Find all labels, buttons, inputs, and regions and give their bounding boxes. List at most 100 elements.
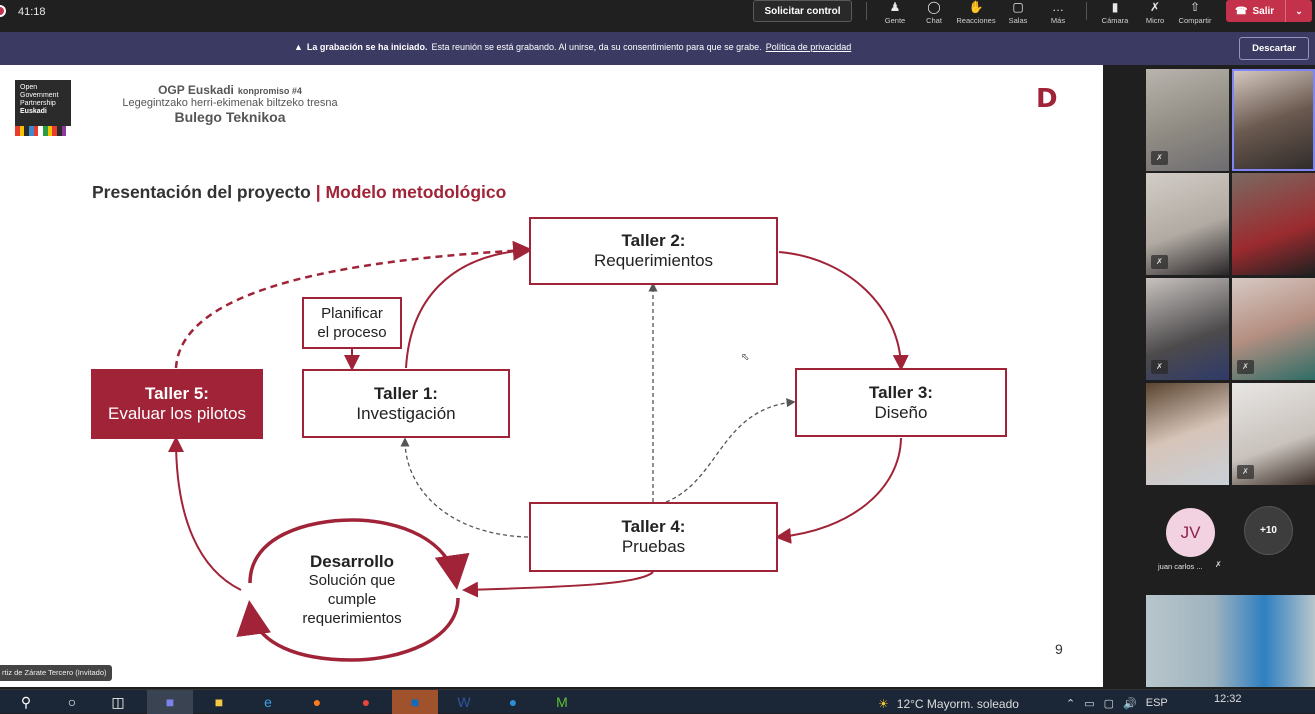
volume-icon[interactable]: 🔊	[1123, 698, 1137, 710]
participant-video[interactable]	[1146, 383, 1229, 485]
reactions-button[interactable]: ✋Reacciones	[956, 0, 996, 25]
arrow-taller4-to-desarrollo	[462, 571, 654, 598]
participant-video[interactable]	[1232, 173, 1315, 275]
node-subtitle: Evaluar los pilotos	[108, 404, 246, 423]
participant-video[interactable]	[1146, 595, 1315, 687]
chevron-down-icon[interactable]: ⌄	[1295, 5, 1303, 16]
mic-off-icon: ✗	[1151, 360, 1168, 374]
chevron-up-icon[interactable]: ⌃	[1066, 698, 1076, 710]
sun-cloud-icon: ☀	[878, 697, 889, 711]
dev-line2: cumple	[327, 591, 377, 608]
weather-text: 12°C Mayorm. soleado	[896, 697, 1019, 711]
more-icon: …	[1052, 0, 1064, 14]
desarrollo-cycle-top	[248, 518, 470, 590]
more-participants-button[interactable]: +10	[1244, 506, 1293, 555]
system-tray: ⌃ ▭ ▢ 🔊 ESP	[1066, 697, 1168, 710]
title-main: Presentación del proyecto	[92, 182, 311, 202]
recording-banner: ▲ La grabación se ha iniciado. Esta reun…	[0, 32, 1315, 65]
outlook-icon[interactable]: ■	[392, 690, 438, 714]
file-explorer-icon[interactable]: ■	[214, 694, 224, 710]
search-icon[interactable]: ⚲	[20, 693, 32, 710]
teams-app-icon[interactable]: ■	[147, 690, 193, 714]
word-icon[interactable]: W	[457, 694, 471, 710]
node-subtitle: Requerimientos	[593, 251, 714, 270]
participant-video[interactable]: ✗	[1232, 278, 1315, 380]
slide-title: Presentación del proyecto | Modelo metod…	[92, 182, 506, 203]
arrow-taller3-to-taller4	[775, 437, 902, 544]
language-indicator[interactable]: ESP	[1145, 697, 1168, 709]
request-control-button[interactable]: Solicitar control	[753, 0, 852, 22]
rooms-button[interactable]: ▢Salas	[1008, 0, 1028, 25]
reactions-icon: ✋	[968, 0, 984, 14]
dismiss-button[interactable]: Descartar	[1239, 37, 1309, 60]
logo-text: Euskadi	[20, 108, 47, 115]
more-button[interactable]: …Más	[1050, 0, 1066, 25]
weather-widget[interactable]: ☀ 12°C Mayorm. soleado	[878, 697, 1019, 711]
battery-icon[interactable]: ▭	[1084, 698, 1095, 710]
header-commitment: konpromiso #4	[237, 86, 302, 96]
banner-title: La grabación se ha iniciado.	[306, 42, 428, 52]
plan-line1: Planificar	[321, 305, 383, 322]
dev-line1: Solución que	[308, 572, 396, 589]
network-icon[interactable]: ▢	[1103, 698, 1115, 710]
toolbar-divider	[1086, 2, 1087, 20]
movistar-icon[interactable]: M	[556, 694, 568, 710]
camera-icon: ▮	[1111, 0, 1119, 14]
internet-explorer-icon[interactable]: e	[264, 694, 272, 710]
arrow-taller2-to-taller3	[778, 251, 909, 371]
participant-name: juan carlos ...	[1158, 562, 1203, 571]
camera-button[interactable]: ▮Cámara	[1101, 0, 1129, 25]
node-title: Taller 5:	[145, 384, 209, 403]
plan-process-box: Planificar el proceso	[302, 297, 402, 349]
toolbar-divider	[866, 2, 867, 20]
share-button[interactable]: ⇧Compartir	[1178, 0, 1212, 25]
title-separator: |	[315, 182, 321, 202]
people-button[interactable]: ♟Gente	[884, 0, 906, 25]
node-taller-1: Taller 1: Investigación	[302, 369, 510, 438]
cortana-icon[interactable]: ○	[67, 694, 77, 710]
arrow-taller1-to-taller2	[405, 242, 532, 369]
meeting-toolbar: 41:18 Solicitar control ♟Gente ◯Chat ✋Re…	[0, 0, 1315, 32]
participant-video-speaking[interactable]	[1232, 69, 1315, 171]
participant-video[interactable]: ✗	[1146, 278, 1229, 380]
node-taller-5: Taller 5: Evaluar los pilotos	[91, 369, 263, 439]
node-taller-4: Taller 4: Pruebas	[529, 502, 778, 572]
logo-stripes	[15, 126, 72, 136]
node-title: Taller 1:	[374, 383, 438, 403]
vpn-app-icon[interactable]: ●	[508, 694, 518, 710]
task-view-icon[interactable]: ◫	[111, 693, 125, 710]
mic-off-icon: ✗	[1151, 255, 1168, 269]
chrome-icon[interactable]: ●	[361, 694, 371, 710]
avatar[interactable]: JV	[1166, 508, 1215, 557]
desarrollo-label: Desarrollo Solución que cumple requerimi…	[262, 552, 442, 628]
node-subtitle: Pruebas	[621, 537, 686, 556]
warning-icon: ▲	[294, 42, 303, 52]
header-line3: Bulego Teknikoa	[174, 109, 286, 125]
node-taller-3: Taller 3: Diseño	[795, 368, 1007, 437]
share-icon: ⇧	[1189, 0, 1201, 14]
node-subtitle: Investigación	[356, 403, 456, 423]
mic-off-icon: ✗	[1237, 360, 1254, 374]
header-line2: Legegintzako herri-ekimenak biltzeko tre…	[122, 97, 338, 109]
presenter-name-tag: rtiz de Zárate Tercero (Invitado)	[0, 665, 112, 681]
participant-video[interactable]: ✗	[1146, 173, 1229, 275]
privacy-policy-link[interactable]: Política de privacidad	[765, 42, 852, 52]
participant-video[interactable]: ✗	[1146, 69, 1229, 171]
mouse-cursor-icon: ⬁	[741, 352, 750, 363]
chat-button[interactable]: ◯Chat	[926, 0, 942, 25]
leave-button[interactable]: ☎Salir ⌄	[1226, 0, 1312, 22]
node-taller-2: Taller 2: Requerimientos	[529, 217, 778, 285]
node-subtitle: Diseño	[874, 402, 928, 422]
mic-button[interactable]: ✗Micro	[1145, 0, 1165, 25]
rooms-icon: ▢	[1012, 0, 1024, 14]
firefox-icon[interactable]: ●	[312, 694, 322, 710]
phone-hangup-icon: ☎	[1235, 5, 1248, 17]
arrow-desarrollo-to-taller5	[168, 436, 242, 591]
taskbar-clock[interactable]: 12:32	[1214, 693, 1242, 705]
participant-video[interactable]: ✗	[1232, 383, 1315, 485]
slide-page-number: 9	[1055, 641, 1063, 657]
logo-text: Partnership	[20, 100, 56, 107]
dev-line3: requerimientos	[302, 610, 402, 627]
brand-logo-d: D	[1036, 84, 1058, 114]
